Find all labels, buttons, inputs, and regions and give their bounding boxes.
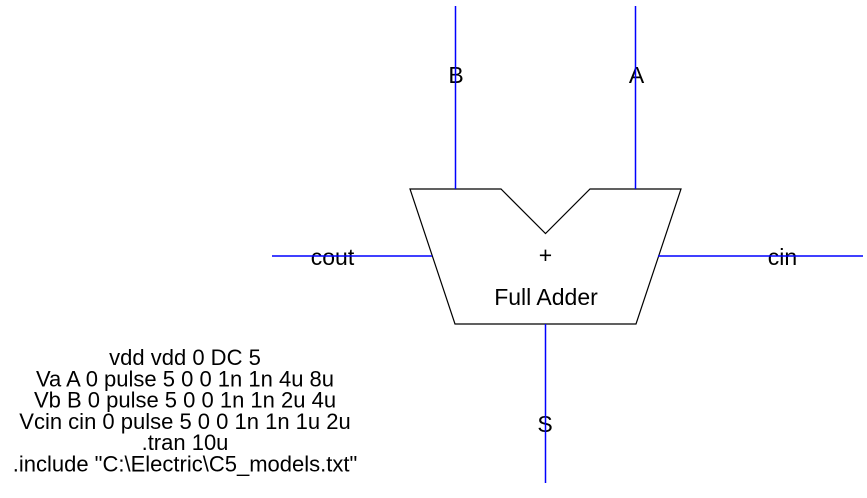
adder-plus-symbol: + (539, 242, 552, 268)
spice-deck-line: Vcin cin 0 pulse 5 0 0 1n 1n 1u 2u (19, 409, 350, 434)
spice-deck-line: vdd vdd 0 DC 5 (109, 345, 261, 370)
spice-deck-line: Va A 0 pulse 5 0 0 1n 1n 4u 8u (36, 367, 334, 392)
port-label-cin[interactable]: cin (768, 244, 797, 270)
wires (272, 6, 863, 483)
spice-deck-line: .tran 10u (142, 430, 229, 455)
component-name-label: Full Adder (494, 284, 598, 310)
port-label-a[interactable]: A (629, 62, 645, 88)
spice-deck-line: Vb B 0 pulse 5 0 0 1n 1n 2u 4u (34, 388, 336, 413)
port-label-cout[interactable]: cout (311, 244, 355, 270)
spice-deck-text[interactable]: vdd vdd 0 DC 5 Va A 0 pulse 5 0 0 1n 1n … (13, 345, 358, 477)
spice-deck-line: .include "C:\Electric\C5_models.txt" (13, 452, 358, 477)
